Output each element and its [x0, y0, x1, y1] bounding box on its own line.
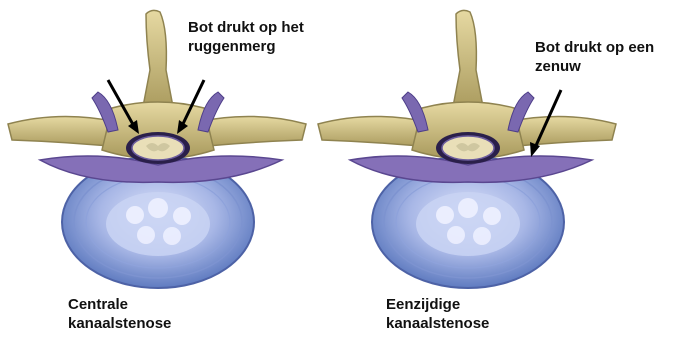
annotation-unilateral: Bot drukt op een zenuw [535, 38, 654, 76]
annotation-central-line-1: Bot drukt op het [188, 18, 304, 37]
caption-central-line-1: Centrale [68, 295, 171, 314]
caption-central: Centrale kanaalstenose [68, 295, 171, 333]
annotation-unilateral-line-1: Bot drukt op een [535, 38, 654, 57]
annotation-unilateral-line-2: zenuw [535, 57, 654, 76]
annotation-central-line-2: ruggenmerg [188, 37, 304, 56]
annotation-central: Bot drukt op het ruggenmerg [188, 18, 304, 56]
caption-unilateral-line-1: Eenzijdige [386, 295, 489, 314]
caption-central-line-2: kanaalstenose [68, 314, 171, 333]
caption-unilateral: Eenzijdige kanaalstenose [386, 295, 489, 333]
caption-unilateral-line-2: kanaalstenose [386, 314, 489, 333]
